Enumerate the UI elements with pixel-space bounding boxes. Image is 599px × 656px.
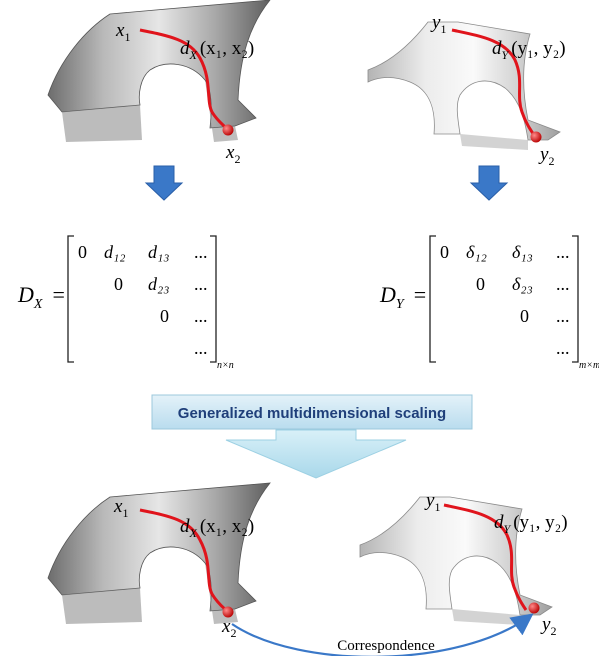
gmds-banner-label: Generalized multidimensional scaling <box>178 405 446 422</box>
label-y1-top: y1 <box>430 12 446 36</box>
matrix-dy-cell: ... <box>556 242 570 262</box>
point-x2-bottom <box>222 606 234 618</box>
label-x2-bottom: x2 <box>221 616 236 640</box>
matrix-dx-cell: ... <box>194 306 208 326</box>
label-dy-bottom: dY(y₁, y₂) <box>494 512 568 536</box>
matrix-dy-bracket-right <box>572 235 579 363</box>
matrix-dx-cell: d₁₂ <box>104 242 126 262</box>
label-x2-top: x2 <box>225 142 240 166</box>
point-x2-top <box>222 124 234 136</box>
matrix-dx-cell: 0 <box>78 242 87 262</box>
matrix-dy-bracket-left <box>429 235 436 363</box>
point-y2-bottom <box>528 602 540 614</box>
matrix-dy-cell: ... <box>556 274 570 294</box>
matrix-dx-cell: ... <box>194 242 208 262</box>
label-y1-bottom: y1 <box>424 490 440 514</box>
surface-x-top <box>47 0 271 142</box>
label-y2-top: y2 <box>538 144 554 168</box>
matrix-dx: DX= 0 d₁₂ d₁₃ ... 0 d₂₃ ... 0 ... ... n×… <box>17 235 234 371</box>
matrix-dy-cell: 0 <box>520 306 529 326</box>
matrix-dx-cell: ... <box>194 338 208 358</box>
matrix-dy-cell: ... <box>556 306 570 326</box>
label-x1-bottom: x1 <box>113 496 128 520</box>
matrix-dx-cell: 0 <box>160 306 169 326</box>
correspondence-arrow <box>231 613 534 656</box>
matrix-dx-bracket-right <box>210 235 217 363</box>
matrix-dx-cell: ... <box>194 274 208 294</box>
matrix-dx-size: n×n <box>217 360 234 371</box>
gmds-banner: Generalized multidimensional scaling <box>151 394 473 430</box>
matrix-dy-cell: 0 <box>440 242 449 262</box>
surface-y-bottom <box>359 496 553 625</box>
geodesic-y-bottom <box>443 503 528 611</box>
label-dy-top: dY(y₁, y₂) <box>492 38 566 62</box>
matrix-dy-cell: 0 <box>476 274 485 294</box>
matrix-dy-size: m×m <box>579 360 599 371</box>
matrix-dx-name: DX= <box>17 282 65 312</box>
matrix-dx-bracket-left <box>67 235 74 363</box>
matrix-dx-cell: d₂₃ <box>148 274 170 294</box>
label-y2-bottom: y2 <box>540 614 556 638</box>
arrow-down-right-icon <box>469 165 509 201</box>
matrix-dy-cell: δ₁₂ <box>466 242 487 262</box>
label-x1-top: x1 <box>115 20 130 44</box>
arrow-down-left-icon <box>144 165 184 201</box>
matrix-dy-cell: δ₁₃ <box>512 242 533 262</box>
point-y2-top <box>530 131 542 143</box>
big-arrow-down-icon <box>225 429 407 479</box>
matrix-dy-name: DY= <box>379 282 426 312</box>
geodesic-x-bottom <box>139 508 230 614</box>
geodesic-y-top <box>451 28 538 139</box>
surface-x-bottom <box>47 482 271 624</box>
matrix-dy-cell: δ₂₃ <box>512 274 533 294</box>
geodesic-x-top <box>139 28 230 131</box>
matrix-dy: DY= 0 δ₁₂ δ₁₃ ... 0 δ₂₃ ... 0 ... ... m×… <box>379 235 599 371</box>
surface-y-top <box>367 21 561 150</box>
matrix-dx-cell: 0 <box>114 274 123 294</box>
correspondence-label: Correspondence <box>337 638 435 654</box>
label-dx-top: dX(x₁, x₂) <box>180 38 254 62</box>
matrix-dx-cell: d₁₃ <box>148 242 170 262</box>
matrix-dy-cell: ... <box>556 338 570 358</box>
label-dx-bottom: dX(x₁, x₂) <box>180 516 254 540</box>
